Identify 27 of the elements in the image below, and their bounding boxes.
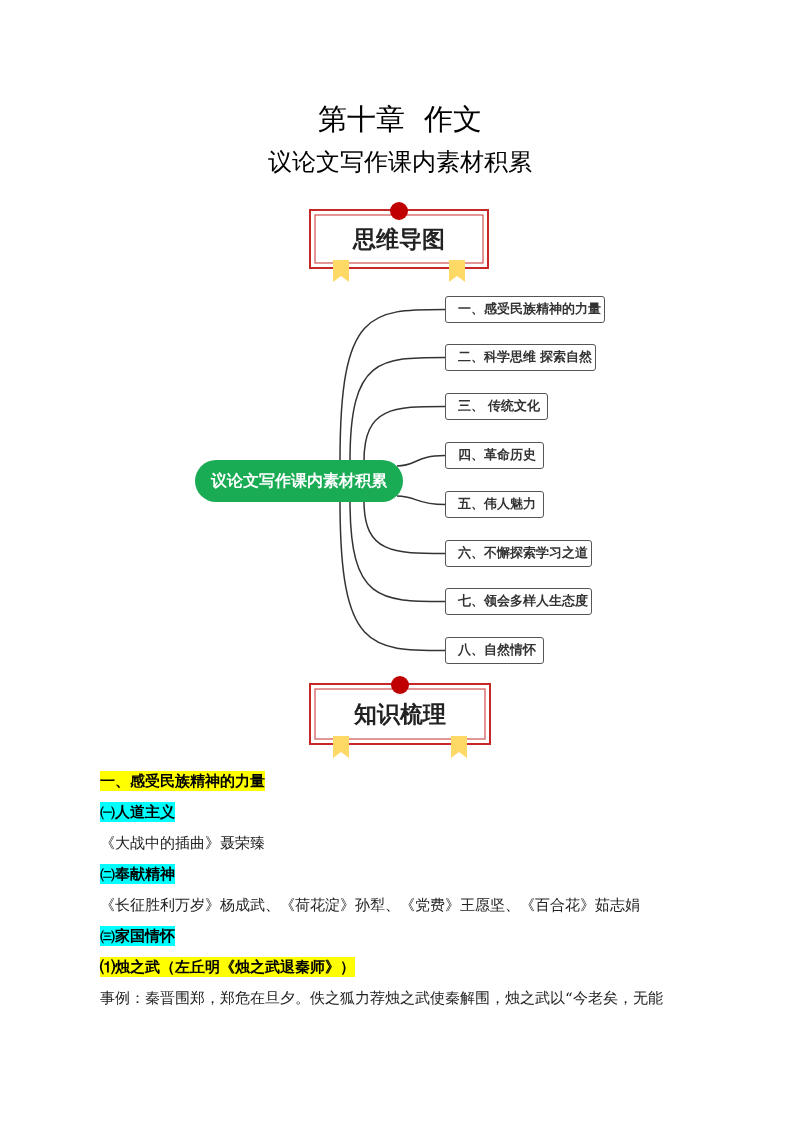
connector-line — [363, 500, 446, 555]
topic-pill: 议论文写作课内素材积累 — [195, 460, 403, 502]
body-text: 事例：秦晋围郑，郑危在旦夕。佚之狐力荐烛之武使秦解围，烛之武以“今老矣，无能 — [100, 988, 663, 1008]
topic-box: 二、科学思维 探索自然 — [445, 344, 596, 371]
subsection-heading: ㈡奉献精神 — [100, 864, 175, 884]
topic-box: 七、领会多样人生态度 — [445, 588, 592, 615]
subtitle: 议论文写作课内素材积累 — [267, 147, 533, 178]
body-text: 《大战中的插曲》聂荣臻 — [100, 833, 265, 853]
connector-line — [396, 454, 446, 467]
connector-line — [363, 405, 446, 462]
connector-line — [349, 500, 446, 603]
topic-box: 三、 传统文化 — [445, 393, 548, 420]
connector-line — [339, 500, 446, 652]
connector-line — [349, 356, 446, 462]
topic-box: 五、伟人魅力 — [445, 491, 544, 518]
topic-box: 一、感受民族精神的力量 — [445, 296, 605, 323]
title: 第十章 作文 — [317, 101, 483, 138]
section-heading: ⑴烛之武（左丘明《烛之武退秦师》） — [100, 957, 355, 977]
connector-line — [339, 308, 446, 462]
subsection-heading: ㈢家国情怀 — [100, 926, 175, 946]
topic-box: 六、不懈探索学习之道 — [445, 540, 592, 567]
body-text: 《长征胜利万岁》杨成武、《荷花淀》孙犁、《党费》王愿坚、《百合花》茹志娟 — [100, 895, 640, 915]
section-heading: 一、感受民族精神的力量 — [100, 771, 265, 791]
topic-box: 八、自然情怀 — [445, 637, 544, 664]
connector-line — [396, 495, 446, 506]
subsection-heading: ㈠人道主义 — [100, 802, 175, 822]
topic-box: 四、革命历史 — [445, 442, 544, 469]
